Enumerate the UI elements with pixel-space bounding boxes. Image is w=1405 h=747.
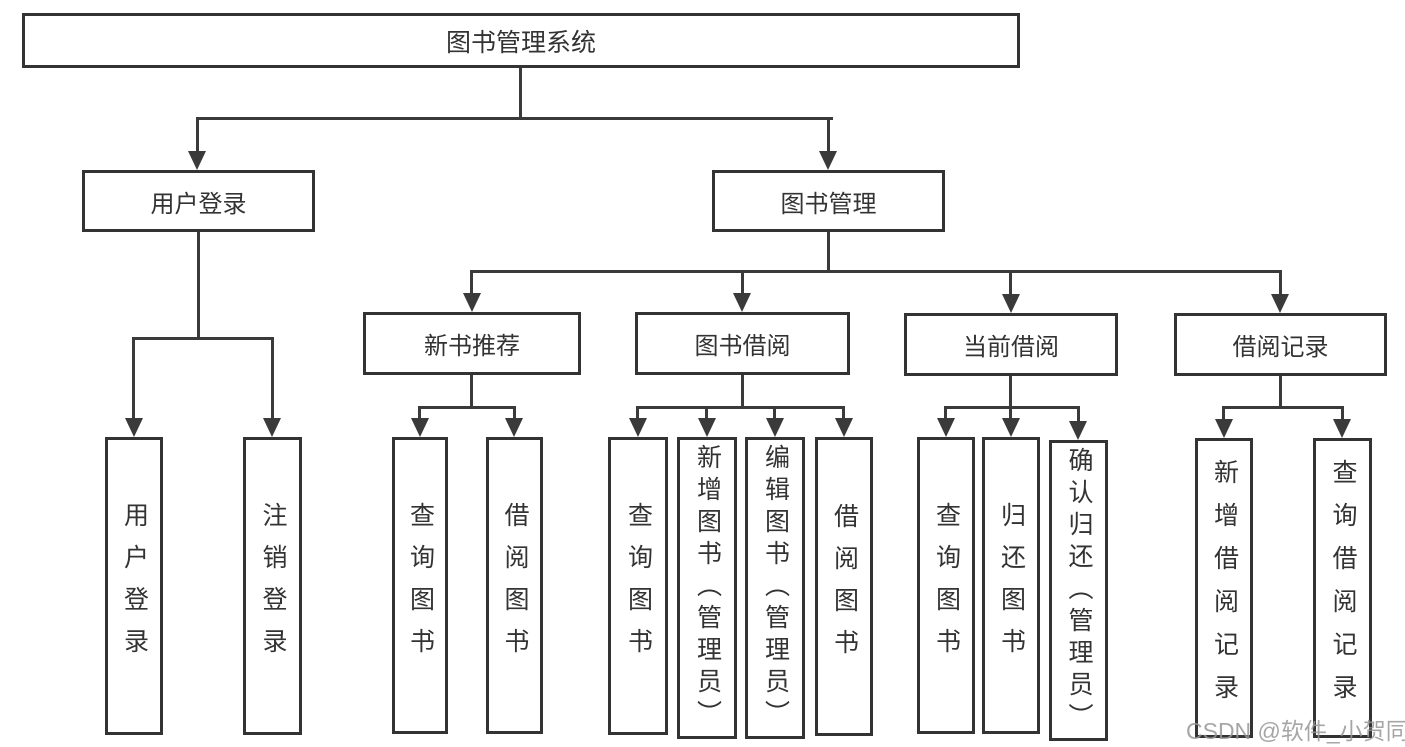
connector-line: [741, 270, 744, 293]
connector-line: [470, 375, 473, 406]
connector-line: [418, 406, 515, 409]
node-current-borrowing: 当前借阅: [904, 313, 1118, 376]
arrow-down-icon: [766, 418, 784, 437]
node-label: 借阅图书: [830, 502, 859, 671]
connector-line: [197, 232, 200, 337]
leaf-edit-book-admin: 编辑图书（管理员）: [745, 437, 805, 739]
arrow-down-icon: [1215, 419, 1233, 438]
arrow-down-icon: [188, 151, 206, 170]
node-user-login: 用户登录: [82, 170, 315, 232]
arrow-down-icon: [411, 418, 429, 437]
watermark: CSDN @软件_小贺同学: [1186, 718, 1405, 744]
connector-line: [418, 406, 421, 418]
node-label: 查询图书: [624, 502, 653, 670]
connector-line: [271, 337, 274, 418]
connector-line: [773, 406, 776, 418]
node-borrowing-records: 借阅记录: [1174, 313, 1387, 376]
node-label: 图书管理: [780, 190, 877, 218]
node-label: 归还图书: [997, 501, 1026, 670]
arrow-down-icon: [1002, 294, 1020, 313]
arrow-down-icon: [1333, 419, 1351, 438]
node-label: 用户登录: [120, 502, 149, 670]
node-label: 新增借阅记录: [1210, 459, 1239, 717]
connector-line: [705, 406, 708, 418]
arrow-down-icon: [835, 418, 853, 437]
leaf-query-book-2: 查询图书: [608, 437, 668, 735]
node-label: 图书借阅: [694, 333, 791, 360]
connector-line: [1279, 376, 1282, 406]
connector-line: [471, 270, 1282, 273]
node-label: 注销登录: [259, 502, 287, 670]
connector-line: [636, 406, 639, 418]
connector-line: [519, 68, 522, 117]
leaf-confirm-return-admin: 确认归还（管理员）: [1049, 440, 1108, 741]
leaf-query-borrow-record: 查询借阅记录: [1313, 438, 1372, 738]
node-label: 编辑图书（管理员）: [761, 444, 790, 732]
arrow-down-icon: [937, 418, 955, 437]
connector-line: [1009, 406, 1012, 418]
connector-line: [1009, 376, 1012, 406]
connector-line: [196, 117, 833, 120]
connector-line: [1223, 406, 1344, 409]
node-label: 确认归还（管理员）: [1065, 446, 1093, 735]
arrow-down-icon: [733, 293, 751, 312]
leaf-user-login: 用户登录: [105, 437, 163, 735]
connector-line: [842, 406, 845, 418]
arrow-down-icon: [505, 418, 523, 437]
node-label: 图书管理系统: [445, 28, 596, 57]
arrow-down-icon: [263, 418, 281, 437]
leaf-query-book-3: 查询图书: [917, 437, 975, 734]
node-label: 新书推荐: [424, 333, 520, 360]
connector-line: [741, 375, 744, 406]
arrow-down-icon: [629, 418, 647, 437]
connector-line: [132, 337, 274, 340]
leaf-query-book-1: 查询图书: [392, 437, 448, 734]
connector-line: [132, 337, 135, 418]
node-label: 当前借阅: [963, 334, 1059, 361]
connector-line: [196, 117, 199, 151]
arrow-down-icon: [698, 418, 716, 437]
connector-line: [513, 406, 516, 418]
leaf-logout: 注销登录: [243, 437, 302, 735]
connector-line: [945, 406, 1079, 409]
node-root: 图书管理系统: [22, 13, 1020, 68]
node-new-book-recommend: 新书推荐: [363, 312, 581, 375]
connector-line: [827, 117, 830, 151]
connector-line: [1009, 270, 1012, 294]
node-label: 查询借阅记录: [1329, 459, 1357, 717]
node-book-borrowing: 图书借阅: [635, 312, 850, 375]
connector-line: [637, 406, 845, 409]
arrow-down-icon: [1002, 418, 1020, 437]
arrow-down-icon: [819, 151, 837, 170]
arrow-down-icon: [125, 418, 143, 437]
connector-line: [944, 406, 947, 418]
connector-line: [1279, 270, 1282, 294]
arrow-down-icon: [1271, 294, 1289, 313]
leaf-return-book: 归还图书: [982, 437, 1040, 734]
node-label: 用户登录: [150, 190, 247, 218]
connector-line: [827, 232, 830, 270]
leaf-add-book-admin: 新增图书（管理员）: [677, 437, 737, 739]
connector-line: [470, 270, 473, 293]
node-book-management: 图书管理: [712, 170, 945, 232]
leaf-borrow-book-1: 借阅图书: [486, 437, 543, 734]
node-label: 新增图书（管理员）: [693, 444, 722, 732]
connector-line: [1077, 406, 1080, 421]
connector-line: [1341, 406, 1344, 419]
leaf-borrow-book-2: 借阅图书: [815, 437, 873, 736]
node-label: 借阅图书: [501, 501, 529, 670]
arrow-down-icon: [1069, 421, 1087, 440]
node-label: 借阅记录: [1232, 334, 1329, 361]
leaf-add-borrow-record: 新增借阅记录: [1195, 438, 1253, 738]
node-label: 查询图书: [932, 501, 961, 670]
arrow-down-icon: [463, 293, 481, 312]
node-label: 查询图书: [406, 501, 435, 670]
connector-line: [1222, 406, 1225, 419]
